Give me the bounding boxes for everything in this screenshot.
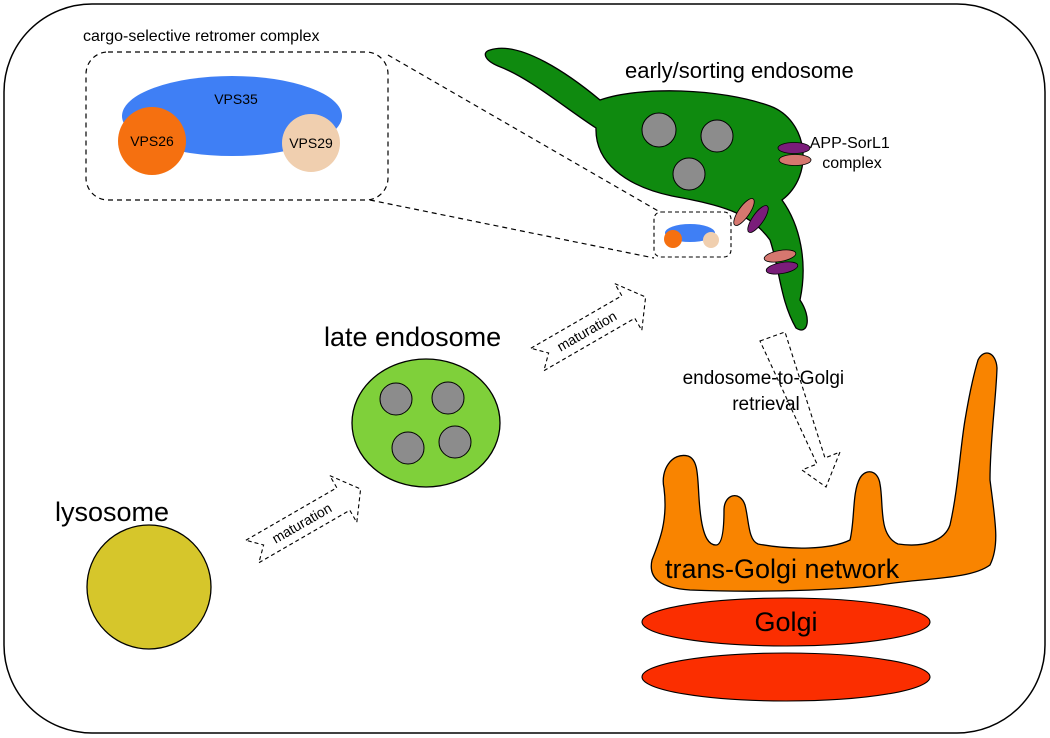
vps29-label: VPS29: [289, 135, 333, 151]
cargo-vesicle-early-1: [641, 112, 677, 148]
app-receptor-1: [777, 142, 811, 154]
cargo-vesicle-late-4: [438, 425, 472, 459]
cargo-vesicle-late-3: [391, 431, 425, 465]
late-endosome-body: [351, 358, 501, 488]
lysosome-body: [86, 524, 212, 650]
retromer-small-vps29: [703, 232, 719, 248]
golgi-label: Golgi: [754, 607, 817, 637]
inset-connector-top: [387, 54, 661, 213]
retromer-inset-box: [85, 51, 389, 201]
vps35-label: VPS35: [214, 91, 258, 107]
golgi-cisterna-lower: [641, 652, 931, 702]
cargo-vesicle-late-1: [379, 382, 413, 416]
cargo-complex-title: cargo-selective retromer complex: [83, 28, 320, 45]
sorl1-receptor-2: [733, 198, 755, 226]
retromer-zoom-box: [653, 211, 732, 258]
early-endosome-body: [484, 47, 808, 331]
late-endosome-label: late endosome: [324, 322, 501, 352]
sorl1-receptor-1: [778, 154, 812, 166]
retromer-small-vps26: [664, 230, 682, 248]
retrieval-arrow: [759, 331, 841, 488]
cargo-vesicle-early-2: [700, 119, 734, 153]
vps26-label: VPS26: [130, 133, 174, 149]
early-endosome-label: early/sorting endosome: [625, 58, 854, 83]
lysosome-label: lysosome: [55, 497, 169, 527]
app-receptor-3: [765, 261, 799, 275]
retrieval-label: endosome-to-Golgi retrieval: [683, 368, 850, 415]
vps26-subunit: [118, 107, 186, 175]
app-sorl1-label: APP-SorL1 complex: [810, 135, 895, 172]
sorl1-receptor-3: [763, 249, 797, 263]
golgi-cisterna-upper: [641, 597, 931, 647]
trans-golgi-network: [650, 352, 998, 592]
tgn-label: trans-Golgi network: [665, 554, 900, 584]
inset-connector-bottom: [369, 199, 655, 259]
cargo-vesicle-early-3: [672, 157, 706, 191]
cargo-vesicle-late-2: [431, 381, 465, 415]
vps29-subunit: [282, 114, 340, 172]
app-receptor-2: [747, 205, 769, 233]
